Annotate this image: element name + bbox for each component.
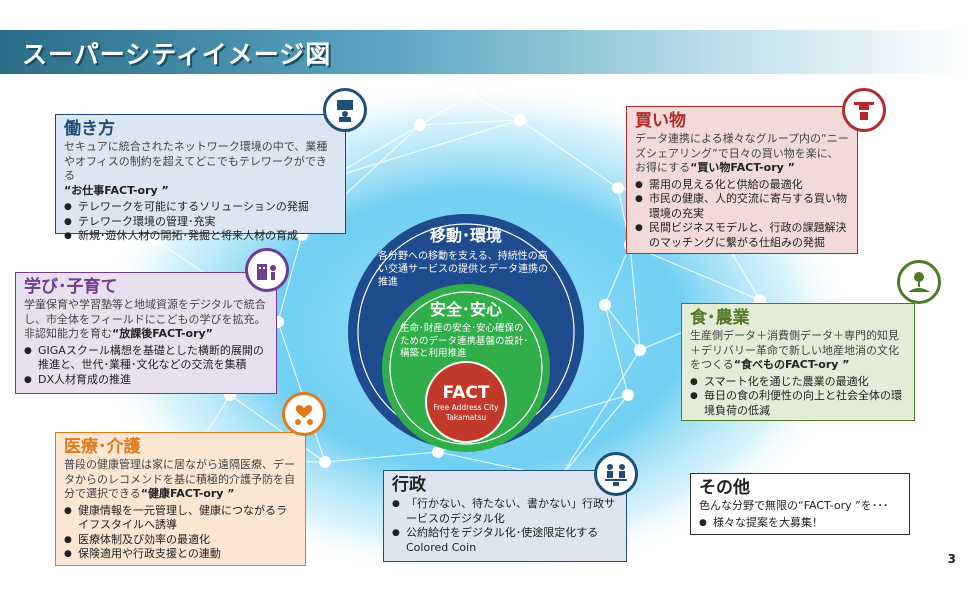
- medical-bullets: 健康情報を一元管理し、健康につながるライフスタイルへ誘導 医療体制及び効率の最適…: [64, 504, 297, 562]
- network-link: [559, 394, 629, 479]
- learn-highlight: “放課後FACT-ory”: [112, 327, 213, 340]
- other-desc: 色んな分野で無限の“FACT-ory ”を･･･: [699, 499, 889, 512]
- school-icon: [245, 248, 289, 292]
- safety-title: 安全･安心: [429, 300, 502, 319]
- other-title: その他: [699, 478, 750, 498]
- medical-box: 医療･介護 普段の健康管理は家に居ながら遠隔医療、データからのレコメンドを基に積…: [55, 432, 306, 566]
- shop-title: 買い物: [635, 111, 686, 131]
- list-item: 市民の健康、人的交流に寄与する買い物環境の充実: [635, 192, 849, 221]
- work-desc: セキュアに統合されたネットワーク環境の中で、業種やオフィスの制約を超えてどこでも…: [64, 140, 328, 182]
- shop-highlight: “買い物FACT-ory ”: [690, 161, 795, 174]
- network-node: [432, 446, 444, 458]
- medical-desc: 普段の健康管理は家に居ながら遠隔医療、データからのレコメンドを基に積極的介護予防…: [64, 458, 297, 502]
- network-link: [419, 94, 471, 126]
- admin-title: 行政: [392, 475, 426, 495]
- safety-label: 安全･安心 生命･財産の安全･安心確保のためのデータ連携基盤の設計･構築と利用推…: [400, 300, 532, 361]
- list-item: テレワークを可能にするソリューションの発掘: [64, 200, 337, 215]
- learn-box: 学び･子育て 学童保育や学習塾等と地域資源をデジタルで統合し、市全体をフィールド…: [15, 272, 277, 394]
- network-link: [419, 119, 521, 126]
- network-link: [329, 119, 521, 179]
- shop-bullets: 需用の見える化と供給の最適化 市民の健康、人的交流に寄与する買い物環境の充実 民…: [635, 178, 849, 251]
- network-link: [604, 304, 641, 351]
- list-item: 需用の見える化と供給の最適化: [635, 178, 849, 193]
- network-link: [629, 244, 761, 301]
- mobility-text: 各分野への移動を支える、持続性の高い交通サービスの提供とデータ連携の推進: [378, 251, 548, 288]
- fact-line2: Takamatsu: [445, 413, 487, 422]
- network-node: [319, 456, 331, 468]
- list-item: DX人材育成の推進: [24, 373, 268, 388]
- fact-circle: [425, 361, 507, 443]
- admin-bullets: 「行かない、待たない、書かない」行政サービスのデジタル化 公約給付をデジタル化･…: [392, 497, 618, 555]
- fact-title: FACT: [442, 383, 490, 403]
- list-item: 毎日の食の利便性の向上と社会全体の環境負荷の低減: [690, 389, 906, 418]
- learn-desc-text: 学童保育や学習塾等と地域資源をデジタルで統合し、市全体をフィールドにこどもの学び…: [24, 298, 266, 340]
- list-item: 民間ビジネスモデルと、行政の課題解決のマッチングに繋がる仕組みの発掘: [635, 221, 849, 250]
- network-node: [599, 299, 611, 311]
- network-link: [324, 451, 439, 463]
- consultation-icon: [594, 452, 638, 496]
- work-title: 働き方: [64, 119, 115, 139]
- network-link: [604, 244, 631, 306]
- fact-line1: Free Address City: [433, 403, 499, 412]
- network-link: [604, 304, 629, 396]
- safety-inner-ring: [389, 291, 543, 445]
- title-banner: スーパーシティイメージ図: [0, 30, 968, 74]
- food-desc: 生産側データ＋消費側データ＋専門的知見＋デリバリー革命で新しい地産地消の文化をつ…: [690, 329, 906, 373]
- other-box: その他 色んな分野で無限の“FACT-ory ”を･･･ 様々な提案を大募集！: [690, 473, 910, 535]
- network-node: [414, 119, 426, 131]
- page-number: 3: [947, 552, 956, 566]
- shop-desc: データ連携による様々なグループ内の“ニーズシェアリング”で日々の買い物を楽に、お…: [635, 132, 849, 176]
- telework-icon: [323, 88, 367, 132]
- work-highlight: “お仕事FACT-ory ”: [64, 183, 169, 197]
- network-node: [634, 344, 646, 356]
- list-item: 様々な提案を大募集！: [699, 516, 901, 531]
- admin-box: 行政 「行かない、待たない、書かない」行政サービスのデジタル化 公約給付をデジタ…: [383, 470, 627, 562]
- other-bullets: 様々な提案を大募集！: [699, 516, 901, 531]
- network-link: [629, 244, 641, 351]
- mobility-title: 移動･環境: [429, 226, 502, 245]
- food-box: 食･農業 生産側データ＋消費側データ＋専門的知見＋デリバリー革命で新しい地産地消…: [681, 303, 915, 421]
- list-item: GIGAスクール構想を基礎とした横断的展開の推進と、世代･業種･文化などの交流を…: [24, 344, 268, 373]
- medical-highlight: “健康FACT-ory ”: [140, 487, 235, 500]
- work-box: 働き方 セキュアに統合されたネットワーク環境の中で、業種やオフィスの制約を超えて…: [55, 114, 346, 243]
- list-item: 新規･遊休人材の開拓･発掘と将来人材の育成: [64, 229, 337, 244]
- list-item: 健康情報を一元管理し、健康につながるライフスタイルへ誘導: [64, 504, 297, 533]
- learn-bullets: GIGAスクール構想を基礎とした横断的展開の推進と、世代･業種･文化などの交流を…: [24, 344, 268, 388]
- food-highlight: “食べものFACT-ory ”: [733, 358, 850, 371]
- safety-text: 生命･財産の安全･安心確保のためのデータ連携基盤の設計･構築と利用推進: [400, 323, 529, 359]
- list-item: 医療体制及び効率の最適化: [64, 533, 297, 548]
- network-link: [469, 94, 521, 121]
- list-item: 公約給付をデジタル化･使途限定化する Colored Coin: [392, 526, 618, 555]
- shop-desc-text: データ連携による様々なグループ内の“ニーズシェアリング”で日々の買い物を楽に、お…: [635, 132, 849, 174]
- fact-label: FACT Free Address City Takamatsu: [426, 384, 506, 423]
- network-node: [612, 182, 624, 194]
- healthcare-icon: [282, 392, 326, 436]
- food-title: 食･農業: [690, 308, 750, 328]
- mobility-label: 移動･環境 各分野への移動を支える、持続性の高い交通サービスの提供とデータ連携の…: [378, 226, 554, 289]
- learn-title: 学び･子育て: [24, 277, 118, 297]
- list-item: テレワーク環境の管理･充実: [64, 215, 337, 230]
- work-bullets: テレワークを可能にするソリューションの発掘 テレワーク環境の管理･充実 新規･遊…: [64, 200, 337, 244]
- agriculture-icon: [897, 260, 941, 304]
- page-title: スーパーシティイメージ図: [22, 40, 332, 69]
- network-node: [514, 114, 526, 126]
- drone-delivery-icon: [842, 88, 886, 132]
- network-link: [519, 119, 619, 189]
- food-desc-text: 生産側データ＋消費側データ＋専門的知見＋デリバリー革命で新しい地産地消の文化をつ…: [690, 329, 899, 371]
- network-link: [229, 394, 326, 463]
- learn-desc: 学童保育や学習塾等と地域資源をデジタルで統合し、市全体をフィールドにこどもの学び…: [24, 298, 268, 342]
- network-link: [277, 234, 303, 323]
- list-item: スマート化を通じた農業の最適化: [690, 375, 906, 390]
- medical-title: 医療･介護: [64, 437, 141, 457]
- network-node: [464, 89, 476, 101]
- list-item: 「行かない、待たない、書かない」行政サービスのデジタル化: [392, 497, 618, 526]
- medical-desc-text: 普段の健康管理は家に居ながら遠隔医療、データからのレコメンドを基に積極的介護予防…: [64, 458, 295, 500]
- network-node: [622, 389, 634, 401]
- shop-box: 買い物 データ連携による様々なグループ内の“ニーズシェアリング”で日々の買い物を…: [626, 106, 858, 254]
- list-item: 保険適用や行政支援との連動: [64, 547, 297, 562]
- network-link: [559, 349, 641, 479]
- food-bullets: スマート化を通じた農業の最適化 毎日の食の利便性の向上と社会全体の環境負荷の低減: [690, 375, 906, 419]
